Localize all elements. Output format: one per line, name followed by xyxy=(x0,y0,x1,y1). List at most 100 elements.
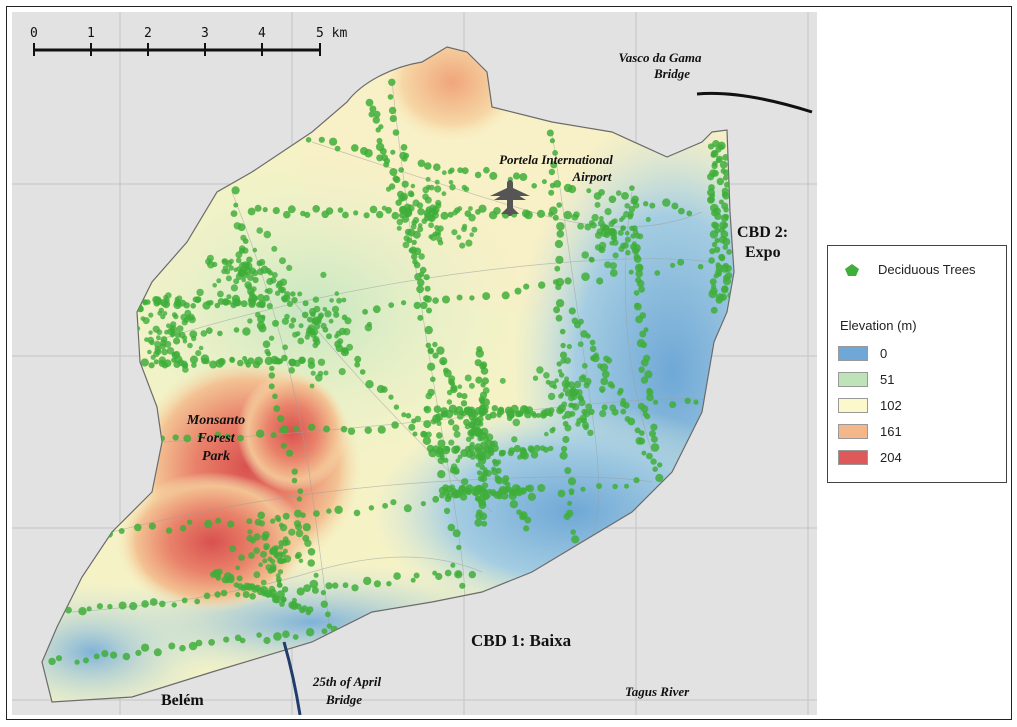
map-canvas[interactable]: 0 1 2 3 4 5 km Vasco da Gama Bridge Port… xyxy=(12,12,817,715)
tree-point xyxy=(311,328,319,336)
tree-point xyxy=(416,285,424,294)
tree-point xyxy=(323,425,330,433)
tree-point xyxy=(390,499,397,506)
tree-point xyxy=(598,246,604,252)
tree-point xyxy=(503,486,510,493)
tree-point xyxy=(154,346,161,353)
tree-point xyxy=(559,451,568,460)
tree-point xyxy=(425,176,431,182)
tree-point xyxy=(229,356,235,362)
tree-point xyxy=(638,437,646,445)
tree-point xyxy=(657,462,663,468)
tree-point xyxy=(195,296,202,303)
tree-point xyxy=(216,568,223,575)
tree-point xyxy=(310,370,316,376)
tree-point xyxy=(263,294,270,302)
tree-point xyxy=(491,468,499,476)
tree-point xyxy=(533,444,541,452)
tree-point xyxy=(298,323,304,329)
tree-point xyxy=(604,231,609,237)
tree-point xyxy=(325,582,333,590)
tree-point xyxy=(561,445,568,453)
tree-point xyxy=(624,203,630,209)
tree-point xyxy=(709,248,716,255)
tree-point xyxy=(203,358,210,365)
label-monsanto-1: Monsanto xyxy=(186,413,245,428)
tree-point xyxy=(246,534,254,542)
legend-elev-row: 102 xyxy=(838,398,902,413)
tree-point xyxy=(494,476,502,484)
tree-point xyxy=(481,472,487,478)
tree-point xyxy=(152,296,160,304)
tree-point xyxy=(649,202,656,209)
tree-point xyxy=(381,205,387,211)
tree-point xyxy=(166,323,171,329)
tree-point xyxy=(380,386,388,393)
tree-point xyxy=(581,408,588,416)
tree-point xyxy=(556,230,565,238)
tree-point xyxy=(634,302,642,311)
tree-point xyxy=(260,579,267,586)
tree-point xyxy=(326,333,332,340)
tree-point xyxy=(640,358,649,367)
tree-point xyxy=(543,372,550,379)
tree-point xyxy=(579,396,585,402)
tree-point xyxy=(554,265,561,272)
tree-point xyxy=(253,571,261,579)
tree-point xyxy=(456,294,463,301)
tree-point xyxy=(571,403,577,409)
tree-point xyxy=(182,335,188,341)
scale-tick-1: 1 xyxy=(87,26,95,41)
tree-point xyxy=(641,450,647,456)
tree-point xyxy=(552,279,559,285)
tree-point xyxy=(427,362,436,371)
tree-point xyxy=(181,597,188,604)
tree-point xyxy=(437,225,444,232)
tree-point xyxy=(313,572,319,578)
tree-point xyxy=(475,453,482,460)
tree-point xyxy=(353,509,361,517)
tree-point xyxy=(468,421,476,429)
tree-point xyxy=(722,244,728,250)
tree-point xyxy=(164,340,172,348)
tree-point xyxy=(347,427,356,435)
tree-point xyxy=(171,602,177,608)
tree-point xyxy=(256,429,265,438)
tree-point xyxy=(163,294,169,300)
tree-point xyxy=(368,505,375,511)
tree-point xyxy=(646,452,653,460)
tree-point xyxy=(714,237,720,244)
tree-point xyxy=(465,239,473,247)
tree-point xyxy=(220,589,228,597)
tree-point xyxy=(262,207,268,213)
tree-point xyxy=(216,278,222,284)
tree-point xyxy=(301,605,308,612)
tree-point xyxy=(531,412,538,419)
tree-point xyxy=(443,507,451,515)
tree-point xyxy=(547,392,556,401)
tree-point xyxy=(437,439,446,448)
tree-point xyxy=(697,263,704,270)
tree-point xyxy=(432,297,439,304)
tree-point xyxy=(448,419,455,426)
tree-point xyxy=(501,291,510,300)
tree-point xyxy=(512,172,521,180)
tree-point xyxy=(568,185,577,194)
tree-point xyxy=(291,468,298,475)
legend-trees-row: Deciduous Trees xyxy=(838,262,976,277)
tree-point xyxy=(612,252,619,259)
tree-point xyxy=(617,390,623,396)
tree-point xyxy=(412,259,418,265)
tree-point xyxy=(156,335,161,341)
tree-point xyxy=(283,210,291,219)
tree-point xyxy=(153,359,159,365)
tree-point xyxy=(524,516,532,524)
tree-point xyxy=(258,324,267,333)
tree-point xyxy=(324,310,332,318)
tree-point xyxy=(456,413,464,420)
tree-point xyxy=(624,483,629,489)
tree-point xyxy=(439,455,445,461)
tree-point xyxy=(278,522,284,528)
tree-point xyxy=(423,420,432,429)
scale-tick-2: 2 xyxy=(144,26,152,41)
